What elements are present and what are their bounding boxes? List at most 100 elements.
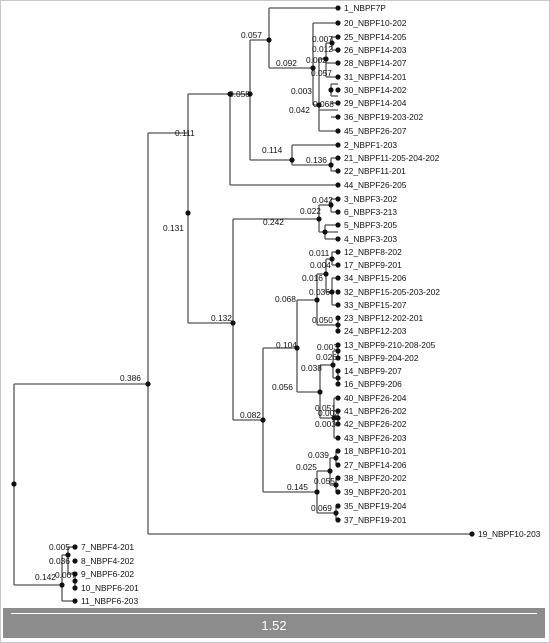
scale-bar-value: 1.52 (261, 618, 287, 633)
leaf-node (335, 517, 341, 523)
leaf-node (335, 408, 341, 414)
branch-length-label: 0.104 (276, 340, 297, 350)
branch-length-label: 0.051 (315, 403, 336, 413)
leaf-label: 37_NBPF19-201 (344, 515, 407, 525)
leaf-label: 32_NBPF15-205-203-202 (344, 287, 440, 297)
tree-node (327, 468, 333, 474)
leaf-node (335, 5, 341, 11)
tree-node (323, 56, 329, 62)
leaf-label: 27_NBPF14-206 (344, 460, 407, 470)
branch-length-label: 0.003 (315, 419, 336, 429)
leaf-node (335, 395, 341, 401)
branch-length-label: 0.042 (312, 195, 333, 205)
leaf-label: 9_NBPF6-202 (81, 569, 134, 579)
branch-length-label: 0.036 (309, 287, 330, 297)
branch-length-label: 0.068 (313, 99, 334, 109)
leaf-label: 22_NBPF11-201 (344, 166, 406, 176)
branch-length-label: 0.057 (311, 68, 332, 78)
leaf-node (335, 34, 341, 40)
leaf-node (72, 571, 78, 577)
leaf-label: 13_NBPF9-210-208-205 (344, 340, 436, 350)
branch-length-label: 0.042 (289, 105, 310, 115)
branch-length-label: 0.007 (55, 570, 76, 580)
branch-length-label: 0.056 (272, 382, 293, 392)
leaf-label: 38_NBPF20-202 (344, 473, 407, 483)
leaf-label: 8_NBPF4-202 (81, 556, 134, 566)
branch-length-label: 0.007 (312, 34, 333, 44)
branch-length-label: 0.011 (309, 248, 330, 258)
leaf-node (335, 168, 341, 174)
branch-length-label: 0.092 (276, 58, 297, 68)
leaf-node (335, 249, 341, 255)
scale-bar-line (11, 613, 537, 614)
branch-length-label: 0.005 (49, 542, 70, 552)
leaf-label: 17_NBPF9-201 (344, 260, 402, 270)
leaf-node (335, 142, 341, 148)
leaf-label: 45_NBPF26-207 (344, 126, 407, 136)
leaf-node (335, 262, 341, 268)
branch-length-label: 0.016 (302, 273, 323, 283)
tree-node (333, 455, 339, 461)
branch-length-label: 0.050 (312, 315, 333, 325)
tree-node (227, 91, 233, 97)
leaf-node (335, 20, 341, 26)
leaf-node (335, 328, 341, 334)
leaf-label: 25_NBPF14-205 (344, 32, 407, 42)
leaf-label: 1_NBPF7P (344, 3, 386, 13)
leaf-label: 4_NBPF3-203 (344, 234, 397, 244)
leaf-label: 14_NBPF9-207 (344, 366, 402, 376)
branch-length-label: 0.242 (263, 217, 284, 227)
leaf-node (335, 302, 341, 308)
leaf-node (335, 209, 341, 215)
leaf-label: 28_NBPF14-207 (344, 58, 407, 68)
leaf-node (335, 196, 341, 202)
tree-nodes (11, 5, 475, 604)
branch-length-label: 0.068 (275, 294, 296, 304)
leaf-node (335, 100, 341, 106)
tree-node (328, 87, 334, 93)
leaf-node (335, 114, 341, 120)
tree-node (314, 489, 320, 495)
branch-length-label: 0.012 (312, 44, 333, 54)
tree-node (316, 102, 322, 108)
leaf-node (335, 368, 341, 374)
branch-length-label: 0.069 (311, 503, 332, 513)
leaf-node (335, 435, 341, 441)
tree-node (328, 202, 334, 208)
tree-node (317, 389, 323, 395)
leaf-node (335, 87, 341, 93)
leaf-label: 15_NBPF9-204-202 (344, 353, 419, 363)
leaf-node (335, 421, 341, 427)
leaf-label: 10_NBPF6-201 (81, 583, 139, 593)
tree-node (247, 91, 253, 97)
leaf-node (335, 448, 341, 454)
branch-length-label: 0.082 (240, 410, 261, 420)
tree-node (329, 289, 335, 295)
leaf-node (335, 128, 341, 134)
tree-node (316, 216, 322, 222)
tree-node (314, 297, 320, 303)
leaf-label: 40_NBPF26-204 (344, 393, 407, 403)
leaf-node (335, 315, 341, 321)
tree-node (333, 482, 339, 488)
branch-length-label: 0.039 (308, 450, 329, 460)
leaf-label: 41_NBPF26-202 (344, 406, 407, 416)
leaf-label: 3_NBPF3-202 (344, 194, 397, 204)
leaf-label: 35_NBPF19-204 (344, 501, 407, 511)
branch-length-label: 0.002 (318, 408, 339, 418)
tree-node (335, 375, 341, 381)
tree-node (329, 40, 335, 46)
leaf-node (335, 155, 341, 161)
branch-length-label: 0.111 (175, 128, 195, 138)
scale-bar: 1.52 (3, 608, 545, 638)
tree-node (333, 510, 339, 516)
tree-node (230, 320, 236, 326)
leaf-node (335, 462, 341, 468)
leaf-label: 26_NBPF14-203 (344, 45, 407, 55)
tree-node (72, 578, 78, 584)
leaf-label: 30_NBPF14-202 (344, 85, 407, 95)
branch-length-label: 0.142 (35, 572, 56, 582)
tree-node (335, 415, 341, 421)
tree-node (335, 322, 341, 328)
